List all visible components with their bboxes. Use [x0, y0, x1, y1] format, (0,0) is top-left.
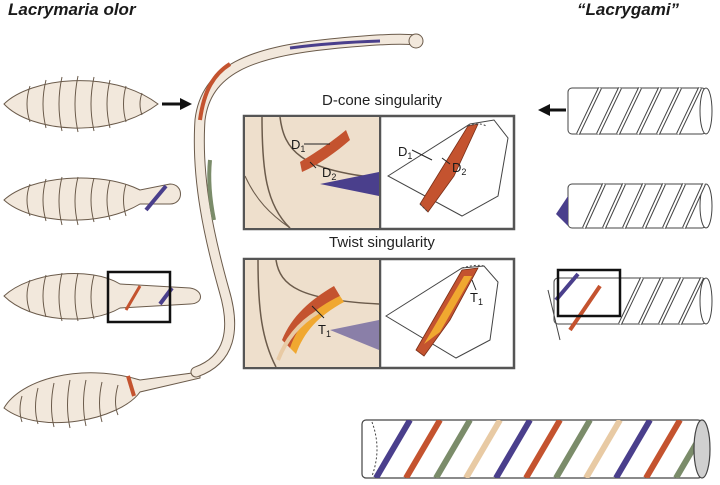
twist-singularity-title: Twist singularity — [329, 234, 435, 251]
cell-4-extended — [3, 371, 201, 429]
label-d2-right: D2 — [452, 160, 466, 177]
label-t1-right: T1 — [470, 290, 483, 307]
zoom-box-right — [556, 268, 622, 318]
cylinder-1 — [567, 87, 713, 135]
arrow-head-left — [180, 98, 192, 110]
extended-neck — [190, 33, 424, 378]
cell-1 — [3, 75, 159, 133]
cell-2 — [3, 176, 181, 226]
label-t1-left: T1 — [318, 322, 331, 339]
cylinder-2 — [556, 183, 713, 229]
cylinder-3 — [547, 272, 713, 341]
dcone-panel — [242, 114, 516, 231]
arrow-head-right — [538, 104, 550, 116]
lacrymaria-olor-title: Lacrymaria olor — [8, 0, 136, 19]
zoom-box-left — [106, 270, 172, 324]
striped-cylinder — [361, 419, 711, 479]
label-d2-left: D2 — [322, 165, 336, 182]
twist-panel — [242, 257, 516, 370]
label-d1-left: D1 — [291, 137, 305, 154]
dcone-singularity-title: D-cone singularity — [322, 92, 443, 109]
label-d1-right: D1 — [398, 144, 412, 161]
lacrygami-title: “Lacrygami” — [577, 0, 680, 19]
